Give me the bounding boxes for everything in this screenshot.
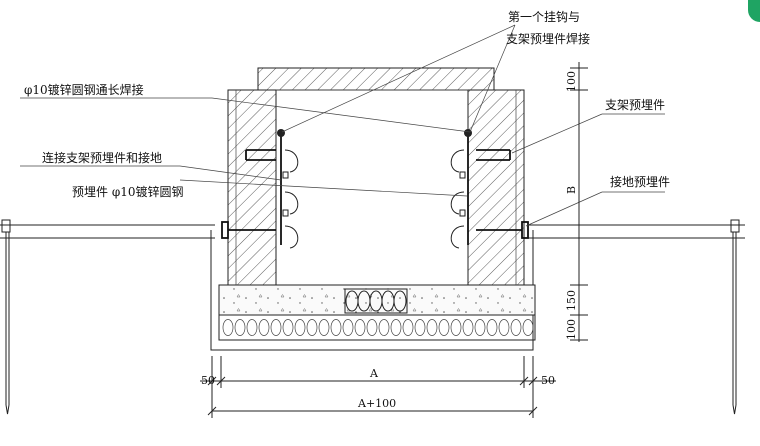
label-bracket-embed: 支架预埋件	[605, 98, 665, 112]
bottom-cushion-layer	[218, 314, 536, 341]
stake-left	[1, 219, 11, 415]
cushion-circles	[222, 319, 534, 336]
ground-steel-right	[464, 129, 472, 245]
left-wall	[227, 89, 277, 286]
ground-steel-left	[277, 129, 285, 245]
label-steel-weld: φ10镀锌圆钢通长焊接	[24, 82, 144, 97]
label-hook-weld-1: 第一个挂钩与	[508, 10, 580, 24]
ground-line-left	[0, 224, 215, 239]
ground-line-right	[528, 224, 745, 239]
stake-right	[730, 219, 740, 415]
label-ground-embed: 接地预埋件	[610, 174, 670, 189]
vertical-dimension	[570, 62, 588, 342]
label-connect-2: 预埋件 φ10镀锌圆钢	[72, 185, 184, 199]
dim-bottom-100: 100	[565, 319, 578, 340]
center-pipe-bundle	[344, 288, 408, 314]
dim-width-a: A	[369, 367, 379, 380]
dim-top-100: 100	[565, 71, 578, 92]
bracket-right	[450, 149, 511, 249]
bracket-left	[245, 149, 299, 249]
dim-right-50: 50	[541, 374, 555, 387]
right-wall	[467, 89, 525, 286]
corner-badge	[748, 0, 760, 22]
dim-left-50: 50	[201, 374, 215, 387]
dim-height-b: B	[565, 186, 578, 194]
ground-embed-left	[221, 221, 276, 239]
ground-embed-right	[476, 221, 529, 239]
horizontal-dimension	[200, 356, 556, 418]
dim-total-width: A+100	[357, 397, 396, 410]
dim-base-150: 150	[565, 290, 578, 311]
label-connect-1: 连接支架预埋件和接地	[42, 150, 162, 165]
cover-slab	[257, 67, 495, 91]
label-hook-weld-2: 支架预埋件焊接	[506, 31, 590, 46]
leader-lines	[20, 24, 665, 227]
